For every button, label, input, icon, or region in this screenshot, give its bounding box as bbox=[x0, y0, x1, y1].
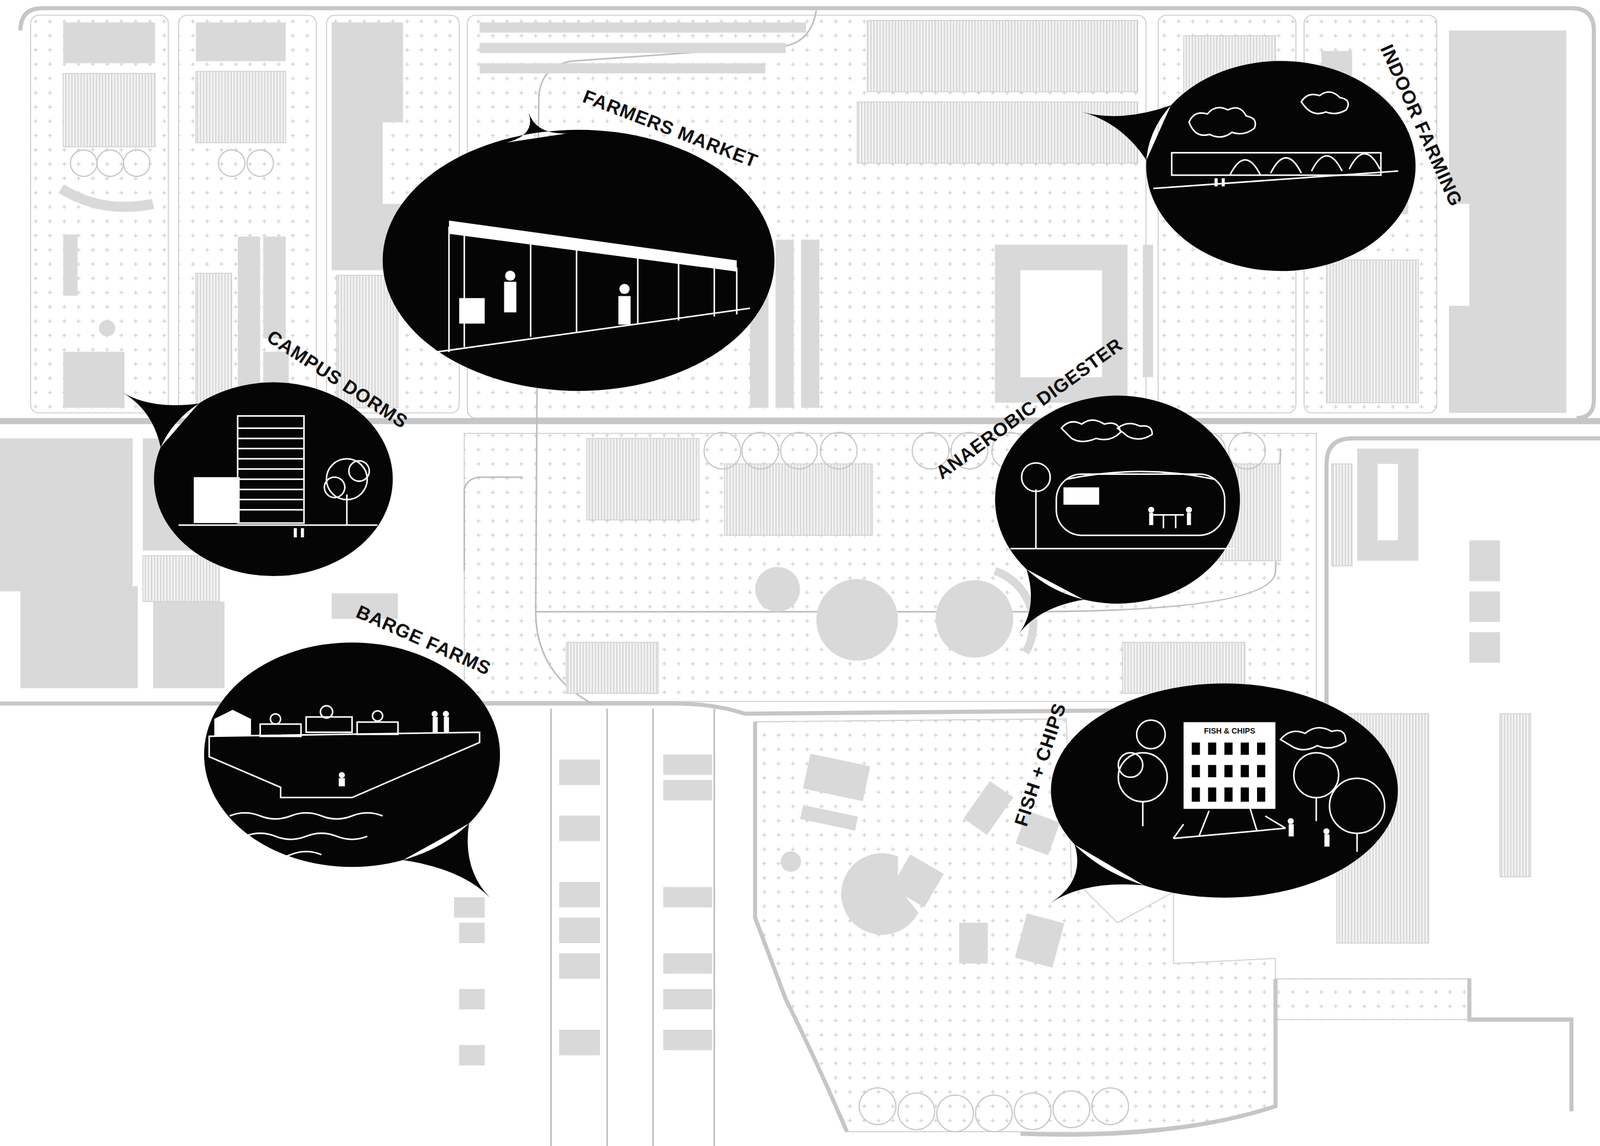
bubble-outline bbox=[204, 637, 505, 904]
bubble-outline bbox=[117, 379, 393, 584]
sign-text: FISH & CHIPS bbox=[1204, 727, 1256, 736]
speech-bubble-callout: INDOOR FARMING bbox=[1076, 55, 1419, 276]
speech-bubble-callout: FISH + CHIPS bbox=[1045, 678, 1404, 909]
bubble-outline bbox=[989, 392, 1245, 640]
speech-bubble-callout: BARGE FARMS bbox=[204, 637, 505, 904]
bubble-outline bbox=[1045, 678, 1404, 909]
speech-bubble-callout: FARMERS MARKET bbox=[375, 102, 782, 399]
speech-bubble-callout: CAMPUS DORMS bbox=[117, 379, 393, 584]
speech-bubble-callout: ANAEROBIC DIGESTER bbox=[989, 392, 1245, 640]
bubble-outline bbox=[1076, 55, 1419, 276]
